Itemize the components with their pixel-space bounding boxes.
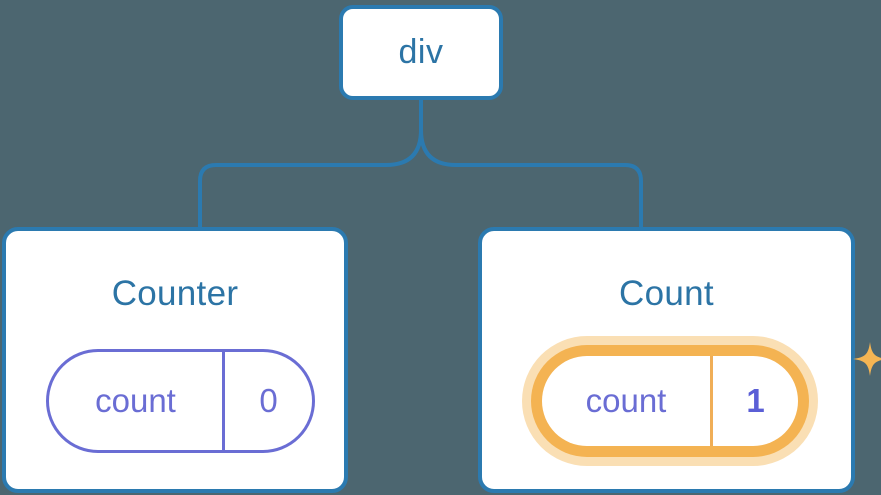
root-node-label: div <box>398 33 444 71</box>
connector-right <box>419 98 643 229</box>
state-value: 1 <box>710 356 798 446</box>
state-value: 0 <box>222 352 312 450</box>
card-title: Counter <box>111 274 239 313</box>
state-pill[interactable]: count 0 <box>46 349 315 453</box>
card-title: Count <box>619 274 714 313</box>
sparkle-large-icon <box>853 342 881 376</box>
component-card-count[interactable]: Count count 1 <box>478 227 881 493</box>
connector-left <box>198 98 423 229</box>
root-node-div[interactable]: div <box>339 5 503 100</box>
state-key: count <box>95 382 176 419</box>
component-card-counter[interactable]: Counter count 0 <box>2 227 348 493</box>
state-pill-wrapper-highlighted: count 1 <box>522 336 881 466</box>
state-pill[interactable]: count 1 <box>542 356 798 446</box>
sparkles-group <box>853 342 881 376</box>
state-pill-wrapper: count 0 <box>46 349 315 453</box>
state-key: count <box>585 382 667 419</box>
